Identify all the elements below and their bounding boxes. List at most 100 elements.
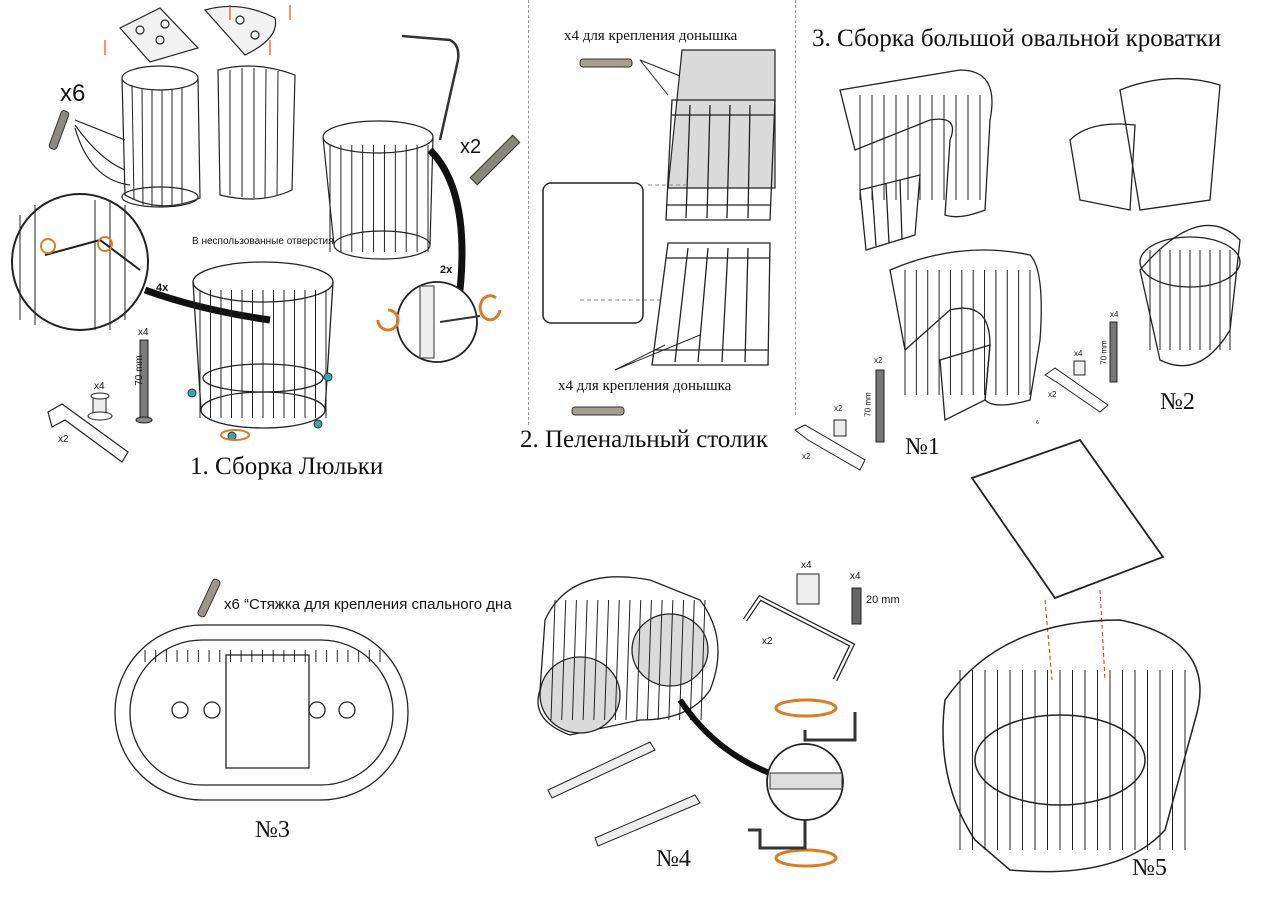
key-detail-bottom (748, 820, 807, 850)
slat (668, 599, 674, 721)
table-bottom-note: x4 для крепления донышка (558, 378, 732, 394)
bed-nut-x2-label: x2 (834, 404, 843, 413)
bolt-70mm-icon (135, 339, 153, 424)
key-detail-top (803, 712, 857, 742)
slat (582, 599, 588, 721)
slat (625, 599, 631, 721)
rotate-left-icon (376, 308, 400, 332)
big-bed-panel-u (839, 69, 993, 218)
top-board (970, 438, 1165, 600)
slat (550, 599, 556, 721)
rotate-bottom-icon (774, 848, 838, 868)
x6-strap-note: x6 “Стяжка для крепления спального дна (224, 596, 512, 613)
bolt-70mm-label: 70 mm (133, 355, 145, 386)
zoom-circle-3 (766, 743, 844, 821)
hex-key-icon-2 (794, 424, 866, 471)
bolt-70mm-icon-3 (1109, 321, 1118, 383)
hex-key-icon (47, 403, 129, 463)
big-bed-assembly-2 (1069, 77, 1221, 211)
cradle-wheels (187, 372, 333, 441)
slat (614, 599, 620, 721)
bed-bottom-top-view (114, 624, 409, 801)
x6-label: x6 (60, 80, 86, 107)
nut-icon-3 (1073, 360, 1086, 376)
slat (689, 599, 695, 721)
screw-x6-icon (197, 578, 221, 618)
hex-key-icon-3 (1044, 367, 1109, 413)
red-arrows (104, 5, 291, 55)
screw-top-icon (579, 58, 633, 68)
cradle-exploded (121, 65, 296, 208)
zoom-circle (11, 193, 149, 331)
table-top-board (667, 49, 776, 189)
slat (657, 599, 663, 721)
rotate-arrow-icon (220, 429, 250, 441)
x2-label: x2 (460, 136, 482, 158)
section-2-title: 2. Пеленальный столик (520, 426, 768, 453)
big-bed-slats-a (859, 95, 981, 200)
cradle-slats (199, 290, 327, 418)
bed-no4 (537, 576, 719, 736)
mattress-board (542, 182, 644, 324)
bolt-70mm-icon-2 (875, 369, 885, 443)
cradle-lid-left (119, 7, 200, 63)
bed-bolt-70mm-label-2: 70 mm (1099, 340, 1109, 365)
unused-holes-label: В неспользованные отверстия (192, 236, 334, 247)
bed-no4-slats (550, 599, 706, 721)
rail-2 (594, 794, 701, 847)
key-x2-label-2: x2 (762, 636, 773, 647)
section-1-title: 1. Сборка Люльки (190, 453, 384, 480)
section-3-title: 3. Сборка большой овальной кроватки (812, 25, 1222, 52)
slat (700, 599, 706, 721)
zoom-connector (143, 286, 271, 324)
bolt-x2-icon (469, 134, 521, 186)
nut-icon-2 (833, 419, 847, 437)
rail-1 (547, 741, 656, 799)
big-bed-slats-b (904, 270, 1031, 395)
small-cradle (322, 120, 434, 260)
label-no5: №5 (1132, 855, 1167, 881)
slat (593, 599, 599, 721)
slat (636, 599, 642, 721)
bed-bolt-x2-label: x2 (874, 356, 883, 365)
cradle-lid-right (203, 5, 277, 56)
table-frame-bottom (651, 242, 771, 366)
cradle-exploded-slats (131, 68, 279, 207)
slat (646, 599, 652, 721)
table-frame-top (665, 99, 776, 221)
zoom-connector-2 (427, 147, 466, 291)
screw-icon (48, 110, 70, 150)
tiny-six: 6 (1036, 420, 1039, 426)
bed-bottom-slats (144, 650, 381, 662)
nut-icon (87, 392, 113, 421)
table-top-note: x4 для крепления донышка (564, 28, 738, 44)
rotate-right-icon (478, 294, 502, 322)
rotate-top-icon (774, 698, 838, 718)
bed-nut-x4-label: x4 (1074, 349, 1083, 358)
big-bed-slats-c (1149, 250, 1231, 350)
bed-key-x2-label: x2 (802, 452, 811, 461)
bolt-20mm-label: 20 mm (866, 594, 900, 606)
bed-bolt-70mm-label: 70 mm (863, 392, 873, 417)
four-x-label: 4x (156, 282, 169, 294)
label-no4: №4 (656, 846, 691, 872)
zoom-circle-2 (396, 281, 481, 363)
nut-x4-label-2: x4 (801, 560, 812, 571)
key-x2-label: x2 (58, 434, 69, 445)
label-no1: №1 (905, 434, 940, 460)
bolt-x4-label-2: x4 (850, 571, 861, 582)
big-bed-panel-side (859, 174, 921, 251)
bolt-x4-label: x4 (138, 327, 149, 338)
small-cradle-slats (329, 145, 429, 252)
slat (571, 599, 577, 721)
nut-icon-4 (796, 573, 820, 605)
bolt-20mm-icon (851, 587, 862, 625)
slat (604, 599, 610, 721)
two-x-label: 2x (440, 264, 453, 276)
separator-left (528, 0, 529, 425)
label-no2: №2 (1160, 389, 1195, 415)
slat (561, 599, 567, 721)
separator-right (795, 0, 796, 415)
label-no3: №3 (255, 817, 290, 843)
